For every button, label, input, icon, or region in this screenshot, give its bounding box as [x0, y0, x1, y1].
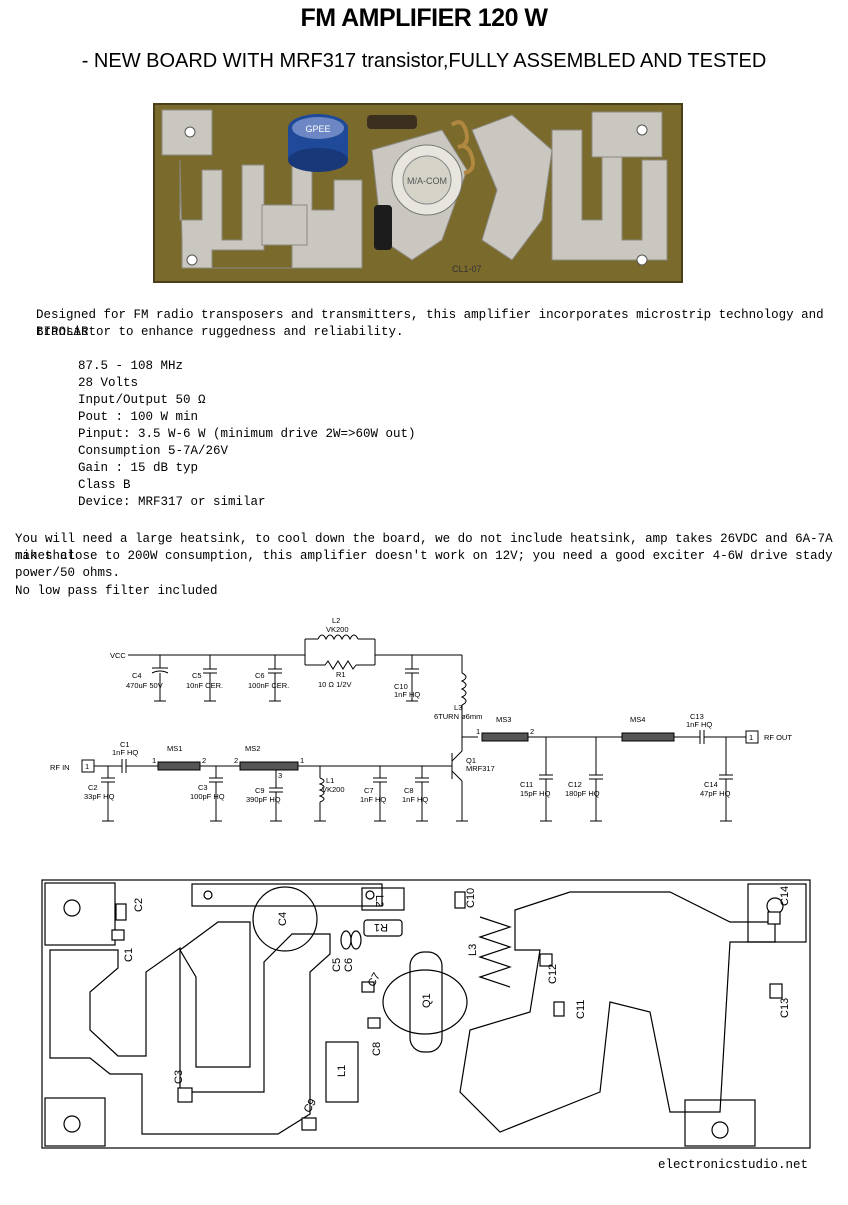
layout-r1: R1: [374, 921, 388, 933]
layout-c6: C6: [343, 958, 355, 972]
layout-c1: C1: [123, 948, 135, 962]
ms3-pin1: 1: [476, 727, 480, 736]
ms2-pin1: 1: [300, 756, 304, 765]
c4-ref: C4: [132, 671, 142, 680]
c11-ref: C11: [520, 780, 533, 789]
layout-c14: C14: [779, 886, 791, 906]
c6-value: 100nF CER.: [248, 681, 289, 690]
layout-l2: L2: [373, 895, 385, 907]
c6-ref: C6: [255, 671, 265, 680]
layout-c11: C11: [575, 1000, 587, 1019]
c4-value: 470uF 50V: [126, 681, 163, 690]
rf-out-port: 1: [749, 733, 753, 742]
rf-in-port: 1: [85, 762, 89, 771]
l2-ref: L2: [332, 616, 340, 625]
layout-l1: L1: [336, 1065, 348, 1077]
rf-in-label: RF IN: [50, 763, 70, 772]
page-title: FM AMPLIFIER 120 W: [300, 4, 548, 32]
description-line-1: Designed for FM radio transposers and tr…: [36, 308, 824, 339]
spec-item: 87.5 - 108 MHz: [78, 359, 184, 373]
c11-value: 15pF HQ: [520, 789, 551, 798]
heatsink-note-line-2: makes close to 200W consumption, this am…: [15, 549, 833, 580]
c5-value: 10nF CER.: [186, 681, 223, 690]
q1-ref: Q1: [466, 756, 476, 765]
layout-c3: C3: [173, 1070, 185, 1084]
ms3-pin2: 2: [530, 727, 534, 736]
ms2-pin3: 3: [278, 771, 282, 780]
circuit-schematic: VCC C4 470uF 50V C5 10nF CER. C6 100nF C…: [40, 603, 810, 855]
layout-c10: C10: [465, 888, 477, 908]
photo-board-mark: CL1-07: [452, 264, 482, 274]
r1-value: 10 Ω 1/2V: [318, 680, 352, 689]
layout-l3: L3: [467, 944, 479, 956]
c7-ref: C7: [364, 786, 374, 795]
q1-value: MRF317: [466, 764, 495, 773]
c13-ref: C13: [690, 712, 704, 721]
c9-value: 390pF HQ: [246, 795, 281, 804]
ms2-pin2: 2: [234, 756, 238, 765]
layout-c5: C5: [331, 958, 343, 972]
layout-c13: C13: [779, 998, 791, 1018]
heatsink-note-line-1: You will need a large heatsink, to cool …: [15, 532, 833, 563]
c1-value: 1nF HQ: [112, 748, 138, 757]
ms1-label: MS1: [167, 744, 182, 753]
l1-ref: L1: [326, 776, 334, 785]
c12-value: 180pF HQ: [565, 789, 600, 798]
spec-item: Pinput: 3.5 W-6 W (minimum drive 2W=>60W…: [78, 427, 416, 441]
layout-c8: C8: [371, 1042, 383, 1056]
l1-value: VK200: [322, 785, 345, 794]
c14-value: 47pF HQ: [700, 789, 731, 798]
c9-ref: C9: [255, 786, 265, 795]
ms4-label: MS4: [630, 715, 645, 724]
spec-list: 87.5 - 108 MHz 28 Volts Input/Output 50 …: [78, 358, 416, 511]
c3-value: 100pF HQ: [190, 792, 225, 801]
filter-note: No low pass filter included: [15, 584, 218, 598]
c3-ref: C3: [198, 783, 208, 792]
c8-value: 1nF HQ: [402, 795, 428, 804]
c10-ref: C10: [394, 682, 408, 691]
layout-c4: C4: [277, 912, 289, 926]
spec-item: Consumption 5-7A/26V: [78, 444, 229, 458]
spec-item: Class B: [78, 478, 131, 492]
c1-ref: C1: [120, 740, 130, 749]
pcb-layout: C4 L2 R1 Q1 L3 L1 C2 C1 C3 C5: [30, 862, 820, 1162]
ms1-pin1: 1: [152, 756, 156, 765]
ms1-pin2: 2: [202, 756, 206, 765]
ms3-label: MS3: [496, 715, 511, 724]
layout-c12: C12: [547, 964, 559, 984]
page-subtitle: - NEW BOARD WITH MRF317 transistor,FULLY…: [81, 50, 767, 72]
l3-value: 6TURN ø6mm: [434, 712, 482, 721]
layout-q1: Q1: [421, 993, 433, 1008]
photo-transistor-label: M/A-COM: [407, 176, 447, 186]
footer-website: electronicstudio.net: [657, 1158, 808, 1172]
board-photo: GPEE M/A-COM CL1-07: [112, 90, 732, 295]
spec-item: Input/Output 50 Ω: [78, 393, 206, 407]
spec-item: Device: MRF317 or similar: [78, 495, 266, 509]
c8-ref: C8: [404, 786, 414, 795]
ms2-label: MS2: [245, 744, 260, 753]
c7-value: 1nF HQ: [360, 795, 386, 804]
photo-capacitor-label: GPEE: [305, 124, 330, 134]
c12-ref: C12: [568, 780, 582, 789]
c14-ref: C14: [704, 780, 718, 789]
rf-out-label: RF OUT: [764, 733, 792, 742]
c13-value: 1nF HQ: [686, 720, 712, 729]
l2-value: VK200: [326, 625, 349, 634]
layout-c9: C9: [302, 1097, 319, 1115]
vcc-label: VCC: [110, 651, 126, 660]
c10-value: 1nF HQ: [394, 690, 420, 699]
layout-c2: C2: [133, 898, 145, 912]
c5-ref: C5: [192, 671, 202, 680]
spec-item: Gain : 15 dB typ: [78, 461, 199, 475]
c2-ref: C2: [88, 783, 98, 792]
spec-item: 28 Volts: [78, 376, 139, 390]
c2-value: 33pF HQ: [84, 792, 115, 801]
description-line-2: transistor to enhance ruggedness and rel…: [36, 325, 404, 339]
l3-ref: L3: [454, 703, 462, 712]
spec-item: Pout : 100 W min: [78, 410, 199, 424]
r1-ref: R1: [336, 670, 346, 679]
